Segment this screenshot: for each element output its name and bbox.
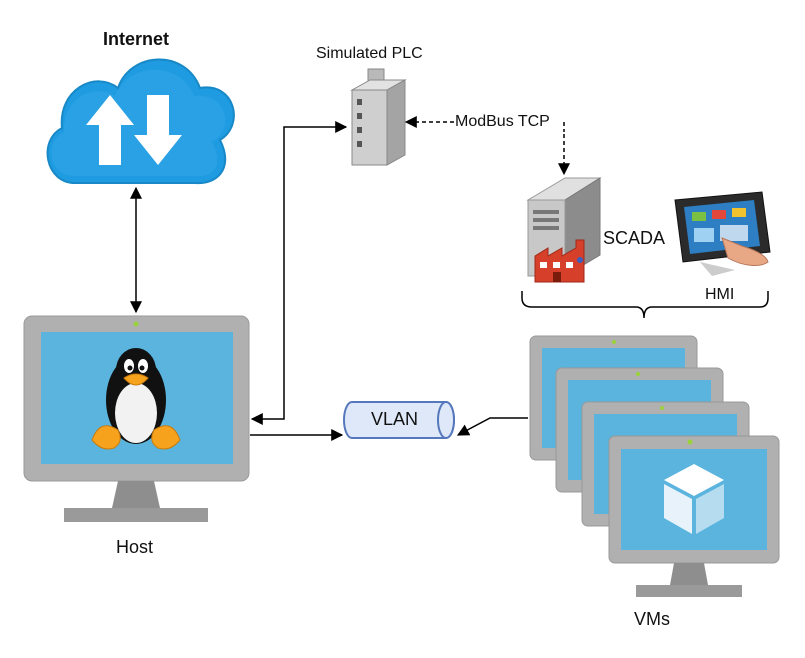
tux-penguin-icon xyxy=(91,348,181,450)
grouping-bracket xyxy=(521,291,769,319)
vlan-label: VLAN xyxy=(371,409,419,429)
internet-label: Internet xyxy=(103,29,170,49)
virtual-machine-cube-icon xyxy=(664,464,724,534)
host-plc-link xyxy=(250,121,348,425)
scada-server-icon xyxy=(526,177,602,283)
linux-monitor-icon xyxy=(23,315,250,522)
modbus-label: ModBus TCP xyxy=(455,113,550,131)
hmi-label: HMI xyxy=(705,286,735,303)
vms-label: VMs xyxy=(634,609,670,629)
vm-stack xyxy=(529,335,780,597)
plc-device-icon xyxy=(350,68,407,166)
host-label: Host xyxy=(116,537,154,557)
plc-label: Simulated PLC xyxy=(316,45,423,62)
scada-label: SCADA xyxy=(603,228,666,248)
network-cylinder-icon xyxy=(343,401,455,439)
cloud-icon xyxy=(46,58,235,185)
hmi-touch-panel-icon xyxy=(674,191,771,276)
vm-monitor-4 xyxy=(608,435,780,597)
vms-vlan-link xyxy=(456,417,528,436)
